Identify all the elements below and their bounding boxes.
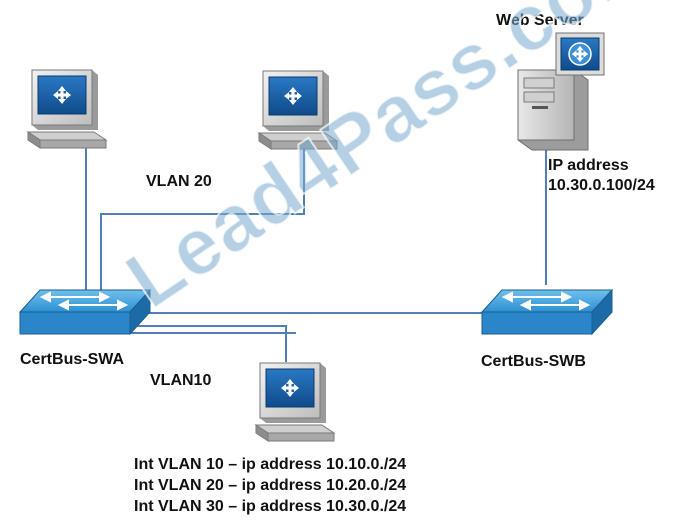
links <box>85 137 547 362</box>
label-ip-address: IP address <box>548 157 629 174</box>
web-server-icon <box>517 32 605 151</box>
int-vlan-line: Int VLAN 20 – ip address 10.20.0./24 <box>134 477 407 494</box>
label-vlan10: VLAN10 <box>150 372 212 389</box>
label-vlan20: VLAN 20 <box>146 173 212 190</box>
pc-bottom <box>256 363 334 441</box>
link-pc2-swa <box>100 149 305 290</box>
int-vlan-line: Int VLAN 30 – ip address 10.30.0./24 <box>134 498 407 515</box>
pc-left <box>28 70 106 148</box>
switch-swb <box>481 289 613 335</box>
label-switch-swb: CertBus-SWB <box>481 353 586 370</box>
int-vlan-line: Int VLAN 10 – ip address 10.10.0./24 <box>134 456 407 473</box>
switch-swa <box>19 289 151 335</box>
label-ip-value: 10.30.0.100/24 <box>548 177 655 194</box>
label-switch-swa: CertBus-SWA <box>20 351 125 368</box>
label-web-server: Web Server <box>496 12 584 29</box>
pc-top-middle <box>259 71 337 149</box>
link-swa-pc3 <box>126 325 287 362</box>
